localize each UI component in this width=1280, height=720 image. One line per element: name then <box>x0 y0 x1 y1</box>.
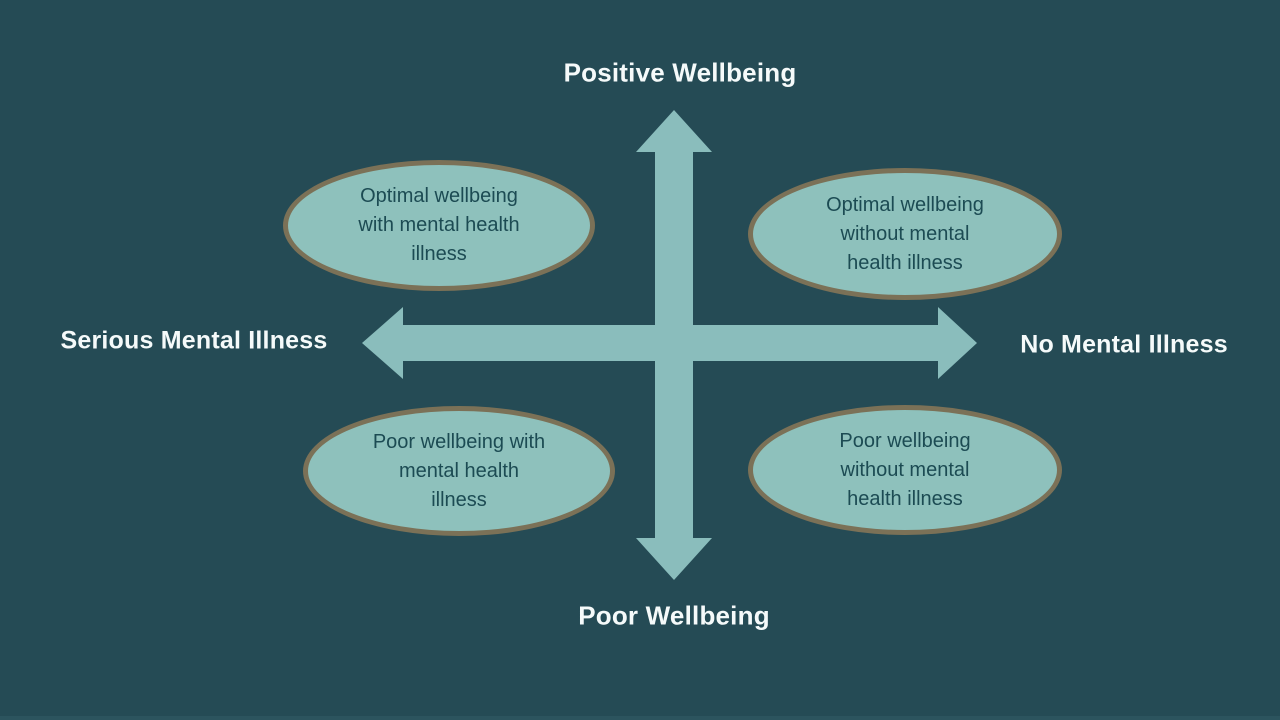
quadrant-text-top-left: Optimal wellbeing with mental health ill… <box>358 185 520 265</box>
quadrant-text-bottom-right: Poor wellbeing without mental health ill… <box>839 429 971 510</box>
quadrant-text-top-right: Optimal wellbeing without mental health … <box>826 193 984 274</box>
quadrant-ellipse-bottom-left: Poor wellbeing with mental health illnes… <box>303 406 615 536</box>
axis-label-no-mental-illness: No Mental Illness <box>1020 330 1228 359</box>
quadrant-ellipse-top-left: Optimal wellbeing with mental health ill… <box>283 160 595 291</box>
quadrant-text-bottom-left: Poor wellbeing with mental health illnes… <box>372 430 546 511</box>
quadrant-ellipse-bottom-right: Poor wellbeing without mental health ill… <box>748 405 1062 535</box>
axis-label-poor-wellbeing: Poor Wellbeing <box>578 600 770 631</box>
quadrant-ellipse-top-right: Optimal wellbeing without mental health … <box>748 168 1062 300</box>
horizontal-axis-arrow-icon <box>362 307 977 379</box>
axis-label-positive-wellbeing: Positive Wellbeing <box>563 57 797 88</box>
axis-label-serious-mental-illness: Serious Mental Illness <box>60 326 328 355</box>
bottom-accent-strip <box>0 716 1280 720</box>
